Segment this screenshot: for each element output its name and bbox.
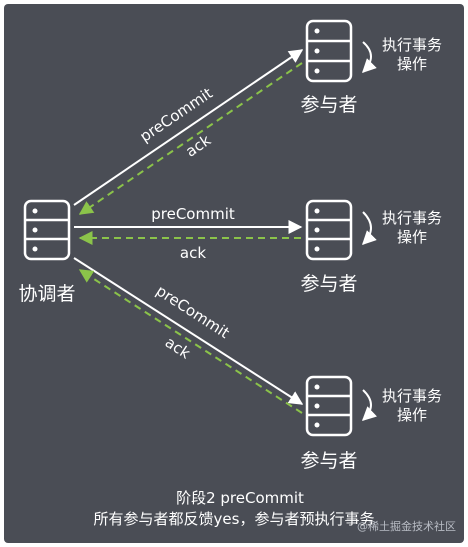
participant-3-server-icon: [305, 375, 353, 437]
participant-3-action-line1: 执行事务: [382, 387, 442, 405]
participant-2-action-line1: 执行事务: [382, 209, 442, 227]
ack-label-2: ack: [180, 244, 206, 262]
participant-2-server-icon: [305, 199, 353, 261]
participant-1-action-line2: 操作: [397, 55, 427, 73]
participant-2-loop-arrow: [362, 211, 377, 245]
watermark: @稀土掘金技术社区: [357, 519, 456, 533]
participant-3-loop-arrow: [361, 389, 377, 421]
participant-2-action-line2: 操作: [397, 228, 427, 246]
precommit-arrow-3: [73, 257, 304, 405]
ack-label-1: ack: [182, 131, 214, 161]
coordinator-server-icon: [23, 199, 71, 261]
ack-arrow-1: [78, 62, 303, 215]
participant-1-label: 参与者: [300, 94, 357, 116]
participant-1-server-icon: [305, 19, 353, 83]
caption-line1: 阶段2 preCommit: [176, 489, 304, 507]
precommit-label-2: preCommit: [151, 205, 235, 223]
participant-1-action-line1: 执行事务: [382, 36, 442, 54]
precommit-arrow-1: [73, 49, 304, 206]
ack-arrow-3: [78, 269, 303, 414]
participant-3-action-line2: 操作: [397, 406, 427, 424]
caption-line2: 所有参与者都反馈yes，参与者预执行事务: [94, 510, 375, 528]
ack-label-3: ack: [162, 333, 194, 362]
participant-3-label: 参与者: [300, 450, 357, 472]
coordinator-label: 协调者: [18, 283, 75, 305]
participant-1-loop-arrow: [362, 41, 377, 73]
participant-2-label: 参与者: [300, 273, 357, 295]
